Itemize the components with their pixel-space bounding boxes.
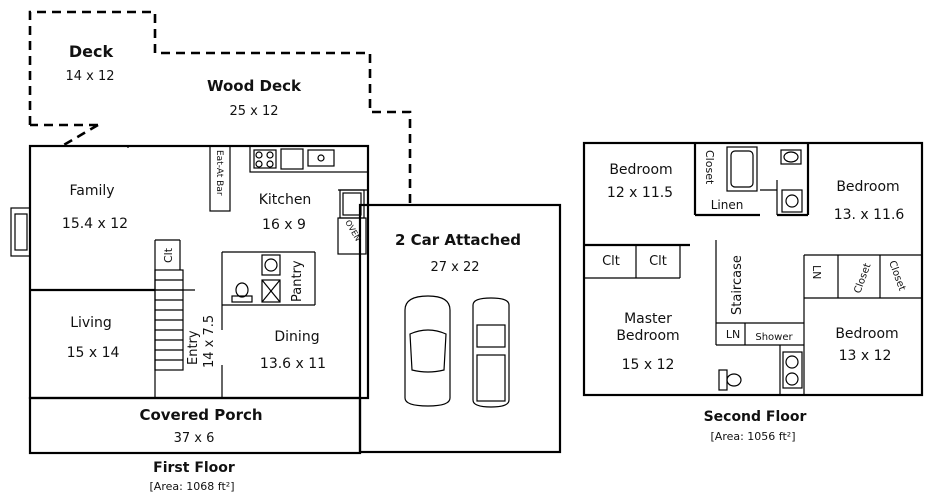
bedroom-1-size: 12 x 11.5 xyxy=(607,185,673,201)
living-label: Living xyxy=(70,315,112,331)
clt-a-label: Clt xyxy=(602,254,620,269)
eat-at-bar-label: Eat-At Bar xyxy=(214,150,224,196)
wood-deck-label: Wood Deck xyxy=(207,77,302,95)
clt-b-label: Clt xyxy=(649,254,667,269)
pantry-box xyxy=(261,279,281,303)
truck-icon xyxy=(472,297,510,408)
family-size: 15.4 x 12 xyxy=(62,216,128,232)
bedroom-2-label: Bedroom xyxy=(836,179,899,195)
second-floor-area: [Area: 1056 ft²] xyxy=(711,430,796,443)
deck-size: 14 x 12 xyxy=(65,69,114,84)
toilet-icon xyxy=(718,369,742,391)
bedroom-1-label: Bedroom xyxy=(609,162,672,178)
kitchen-size: 16 x 9 xyxy=(262,217,306,233)
deck-label: Deck xyxy=(69,42,114,61)
shower-label: Shower xyxy=(755,332,793,343)
second-floor-outer-wall xyxy=(582,141,924,397)
covered-porch-size: 37 x 6 xyxy=(174,431,215,446)
bedroom-2-size: 13. x 11.6 xyxy=(834,207,905,223)
clt-label: Clt xyxy=(162,247,175,263)
deck-outline xyxy=(28,10,412,205)
closet-r2-label: Closet xyxy=(886,259,907,292)
laundry-sink xyxy=(261,254,281,276)
entry-label: Entry xyxy=(186,330,201,365)
covered-porch-label: Covered Porch xyxy=(139,406,262,424)
ln-lower-label: LN xyxy=(726,328,740,341)
ln-right-label: LN xyxy=(810,265,823,279)
first-floor-title: First Floor xyxy=(153,460,235,476)
staircase-label: Staircase xyxy=(730,255,745,315)
wood-deck-size: 25 x 12 xyxy=(229,104,278,119)
sink xyxy=(781,189,803,213)
first-floor-stairs xyxy=(154,269,184,371)
master-label-line2: Bedroom xyxy=(616,328,679,344)
dining-size: 13.6 x 11 xyxy=(260,356,326,372)
family-label: Family xyxy=(69,183,114,199)
bedroom-3-size: 13 x 12 xyxy=(839,348,892,364)
kitchen-fixtures xyxy=(209,145,369,255)
entry-size: 14 x 7.5 xyxy=(202,315,217,368)
living-size: 15 x 14 xyxy=(67,345,120,361)
pantry-label: Pantry xyxy=(290,260,305,302)
fireplace xyxy=(10,207,31,257)
kitchen-label: Kitchen xyxy=(259,192,312,208)
bathtub xyxy=(726,146,758,192)
closet-top-label: Closet xyxy=(703,150,716,185)
linen-label: Linen xyxy=(711,198,744,212)
first-floor-plan: Deck 14 x 12 Wood Deck 25 x 12 Family 15… xyxy=(10,10,562,493)
bedroom-3-label: Bedroom xyxy=(835,326,898,342)
master-size: 15 x 12 xyxy=(622,357,675,373)
closet-r1-label: Closet xyxy=(852,262,873,295)
master-label-line1: Master xyxy=(624,311,672,327)
toilet-icon xyxy=(780,149,802,165)
garage-outline xyxy=(358,203,562,454)
garage-size: 27 x 22 xyxy=(430,260,479,275)
garage-label: 2 Car Attached xyxy=(395,231,521,249)
first-floor-area: [Area: 1068 ft²] xyxy=(150,480,235,493)
second-floor-title: Second Floor xyxy=(704,409,807,425)
toilet-icon xyxy=(231,282,253,303)
car-icon xyxy=(404,295,451,407)
dining-label: Dining xyxy=(274,329,319,345)
sink xyxy=(782,351,803,389)
second-floor-plan: Bedroom 12 x 11.5 Closet Linen Bedroom 1… xyxy=(582,141,924,443)
